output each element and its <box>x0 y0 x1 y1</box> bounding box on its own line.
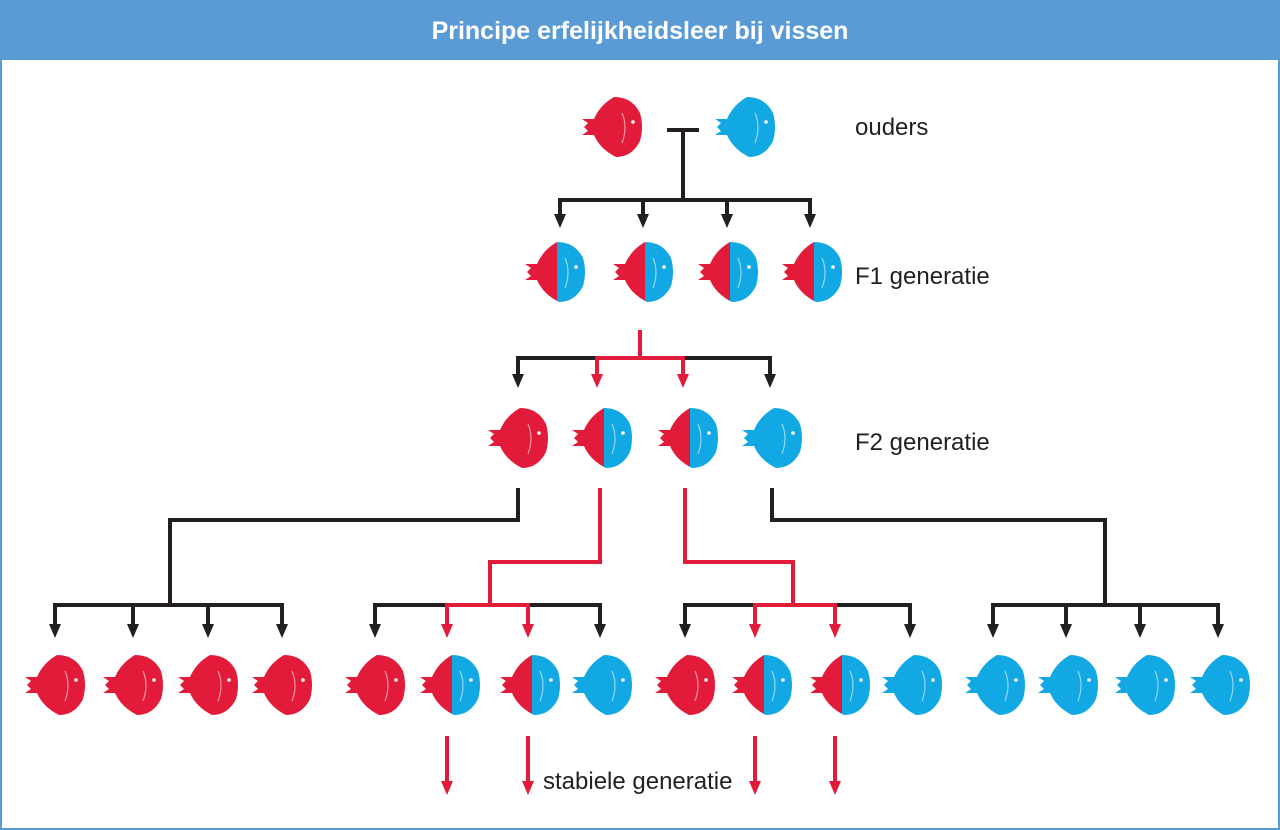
arrow-head <box>677 374 689 388</box>
fish-blue-icon <box>882 655 942 715</box>
fish-blue-icon <box>1190 655 1250 715</box>
arrow-head <box>512 374 524 388</box>
arrow-head <box>764 374 776 388</box>
label-parents: ouders <box>855 114 928 141</box>
arrow-head <box>749 781 761 795</box>
fish-mixed-icon <box>732 655 792 715</box>
label-stable: stabiele generatie <box>543 768 732 795</box>
fish-mixed-icon <box>525 242 585 302</box>
arrow-head <box>829 781 841 795</box>
fish-mixed-icon <box>500 655 560 715</box>
arrow-head <box>276 624 288 638</box>
arrow-head <box>522 781 534 795</box>
arrow-head <box>202 624 214 638</box>
arrow-head <box>522 624 534 638</box>
arrow-head <box>369 624 381 638</box>
arrow-head <box>987 624 999 638</box>
arrow-head <box>679 624 691 638</box>
title-bar: Principe erfelijkheidsleer bij vissen <box>2 2 1278 60</box>
arrow-head <box>594 624 606 638</box>
arrow-head <box>49 624 61 638</box>
arrow-head <box>637 214 649 228</box>
fish-blue-icon <box>1038 655 1098 715</box>
arrow-head <box>441 781 453 795</box>
label-f1: F1 generatie <box>855 263 990 290</box>
fish-red-icon <box>103 655 163 715</box>
arrow-head <box>804 214 816 228</box>
arrow-head <box>441 624 453 638</box>
fish-blue-icon <box>715 97 775 157</box>
fish-red-icon <box>345 655 405 715</box>
fish-layer <box>25 97 1250 715</box>
arrow-head <box>1060 624 1072 638</box>
fish-mixed-icon <box>420 655 480 715</box>
fish-mixed-icon <box>572 408 632 468</box>
fish-blue-icon <box>742 408 802 468</box>
label-f2: F2 generatie <box>855 429 990 456</box>
fish-mixed-icon <box>810 655 870 715</box>
connector-lines <box>49 128 1224 795</box>
fish-blue-icon <box>572 655 632 715</box>
arrow-head <box>904 624 916 638</box>
fish-red-icon <box>582 97 642 157</box>
fish-blue-icon <box>1115 655 1175 715</box>
diagram-title: Principe erfelijkheidsleer bij vissen <box>431 16 849 45</box>
arrow-head <box>554 214 566 228</box>
fish-mixed-icon <box>658 408 718 468</box>
fish-red-icon <box>655 655 715 715</box>
arrow-head <box>721 214 733 228</box>
arrow-head <box>127 624 139 638</box>
fish-blue-icon <box>965 655 1025 715</box>
fish-mixed-icon <box>782 242 842 302</box>
fish-mixed-icon <box>698 242 758 302</box>
arrow-head <box>1134 624 1146 638</box>
arrow-head <box>591 374 603 388</box>
fish-red-icon <box>488 408 548 468</box>
fish-mixed-icon <box>613 242 673 302</box>
arrow-head <box>1212 624 1224 638</box>
fish-red-icon <box>25 655 85 715</box>
fish-red-icon <box>178 655 238 715</box>
arrow-head <box>749 624 761 638</box>
fish-red-icon <box>252 655 312 715</box>
arrow-head <box>829 624 841 638</box>
